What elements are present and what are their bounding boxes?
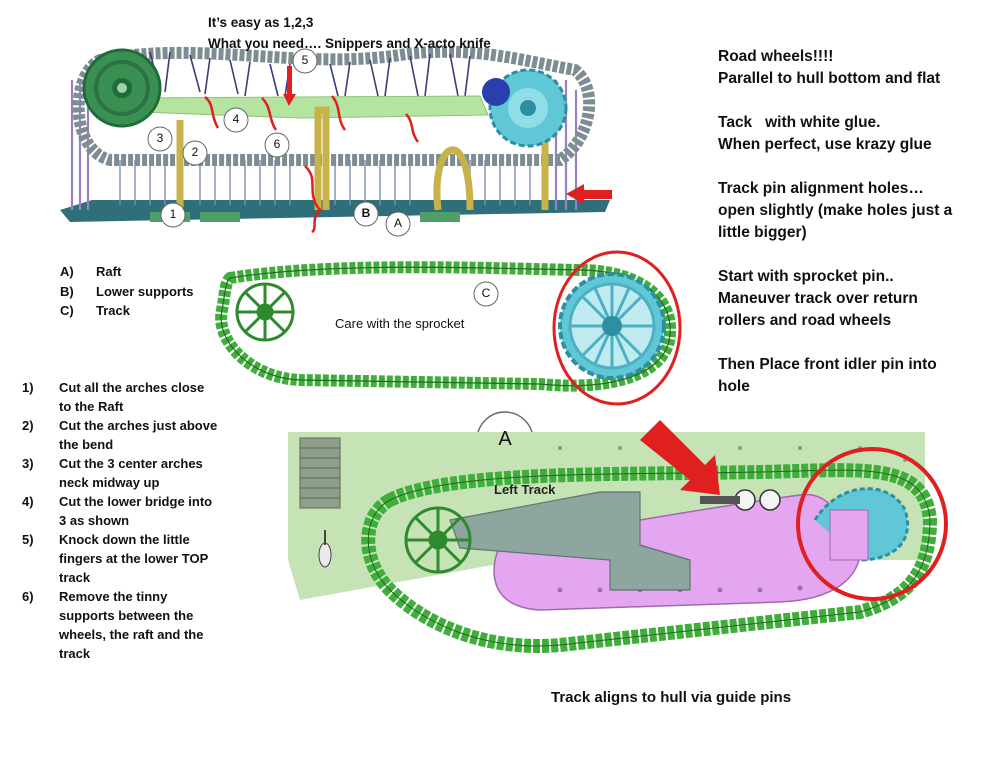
sprocket-highlight-circle [552,250,682,406]
legend-label: Lower supports [96,283,194,299]
legend-key: C) [60,303,74,318]
callout-a-small: A [393,216,402,230]
legend-label: Raft [96,264,122,279]
legend-item: B) Lower supports [60,282,194,302]
assembly-tips: Road wheels!!!! Parallel to hull bottom … [718,46,988,420]
legend-key: A) [60,264,74,279]
support-stalks [119,160,531,205]
rear-highlight-circle [796,447,948,601]
step-item: 4) Cut the lower bridge into 3 as shown [22,492,222,530]
lower-bridge [129,95,489,119]
guide-pins [700,489,781,511]
tip-sprocket-pin: Start with sprocket pin.. Maneuver track… [718,266,988,332]
step-text: Cut the 3 center arches neck midway up [59,456,203,490]
hull-assembly [262,420,948,653]
left-track-label: Left Track [494,482,556,497]
raft-feet [420,212,460,222]
tip-road-wheels: Road wheels!!!! Parallel to hull bottom … [718,46,988,90]
step-item: 1) Cut all the arches close to the Raft [22,378,222,416]
tip-line: Track pin alignment holes… [718,180,924,197]
left-sprocket [82,48,162,128]
raft-feet [200,212,240,222]
gray-bracket [449,491,691,591]
step-number: 6) [22,589,34,604]
callout-circles [147,48,534,469]
tip-line: Parallel to hull bottom and flat [718,70,941,87]
tip-line: Road wheels!!!! [718,48,834,65]
callout-5: 5 [301,53,309,67]
tail-wheel [318,530,332,568]
cut-steps: 1) Cut all the arches close to the Raft 2… [22,378,222,663]
legend-item: A) Raft [60,262,194,282]
callout-3: 3 [156,131,164,145]
tip-idler-pin: Then Place front idler pin into hole [718,354,988,398]
idler-wheel [235,282,295,342]
step-item: 6) Remove the tinny supports between the … [22,587,222,663]
red-arrow-down [283,66,296,106]
step-item: 5) Knock down the little fingers at the l… [22,530,222,587]
step-number: 4) [22,494,34,509]
gray-track-loop [72,45,596,166]
legend-label: Track [96,303,130,318]
step-item: 2) Cut the arches just above the bend [22,416,222,454]
tip-line: When perfect, use krazy glue [718,136,932,153]
step-number: 1) [22,380,34,395]
tip-line: open slightly (make holes just a [718,202,953,219]
step-text: Cut all the arches close to the Raft [59,380,205,414]
track-a-outline [367,469,931,647]
step-number: 3) [22,456,34,471]
tip-line: hole [718,378,750,395]
step-number: 5) [22,532,34,547]
step-item: 3) Cut the 3 center arches neck midway up [22,454,222,492]
legend-key: B) [60,283,74,299]
step-number: 2) [22,418,34,433]
intro-text: It’s easy as 1,2,3 What you need…. Snipp… [208,12,491,54]
track-fingers [149,51,471,97]
big-red-arrow [640,420,720,495]
front-idler-wheel [404,506,472,574]
tip-line: Tack with white glue. [718,114,881,131]
step-text: Knock down the little fingers at the low… [59,532,209,585]
callout-2: 2 [191,145,199,159]
bottom-caption: Track aligns to hull via guide pins [551,689,792,706]
parts-legend: A) Raft B) Lower supports C) Track [60,262,194,321]
intro-line-2: What you need…. Snippers and X-acto knif… [208,36,491,51]
intro-line-1: It’s easy as 1,2,3 [208,15,314,30]
callout-b: B [361,206,371,220]
sprocket-caption: Care with the sprocket [335,316,465,331]
tip-line: little bigger) [718,224,807,241]
legend-item: C) Track [60,301,194,321]
sprue-assembly [60,45,612,234]
return-roller [482,78,510,106]
step-text: Cut the lower bridge into 3 as shown [59,494,213,528]
track-loop-middle [215,250,682,406]
step-text: Cut the arches just above the bend [59,418,218,452]
drive-sprocket [558,272,666,380]
cut-marks [204,95,420,234]
tip-line: Start with sprocket pin.. [718,268,894,285]
callout-4: 4 [232,112,240,126]
callout-6: 6 [273,137,281,151]
rear-sprocket [813,487,910,562]
callout-a-big: A [498,428,512,450]
tip-pin-holes: Track pin alignment holes… open slightly… [718,178,988,244]
callout-1: 1 [169,207,177,221]
grille-slats [300,447,340,499]
tip-line: Maneuver track over return [718,290,918,307]
track-outline [220,266,671,387]
red-arrow-left [566,184,612,204]
tip-glue: Tack with white glue. When perfect, use … [718,112,988,156]
hull-grille [299,437,341,509]
step-text: Remove the tinny supports between the wh… [59,589,204,661]
tip-line: Then Place front idler pin into [718,356,937,373]
callout-c: C [481,286,491,300]
tip-line: rollers and road wheels [718,312,892,329]
